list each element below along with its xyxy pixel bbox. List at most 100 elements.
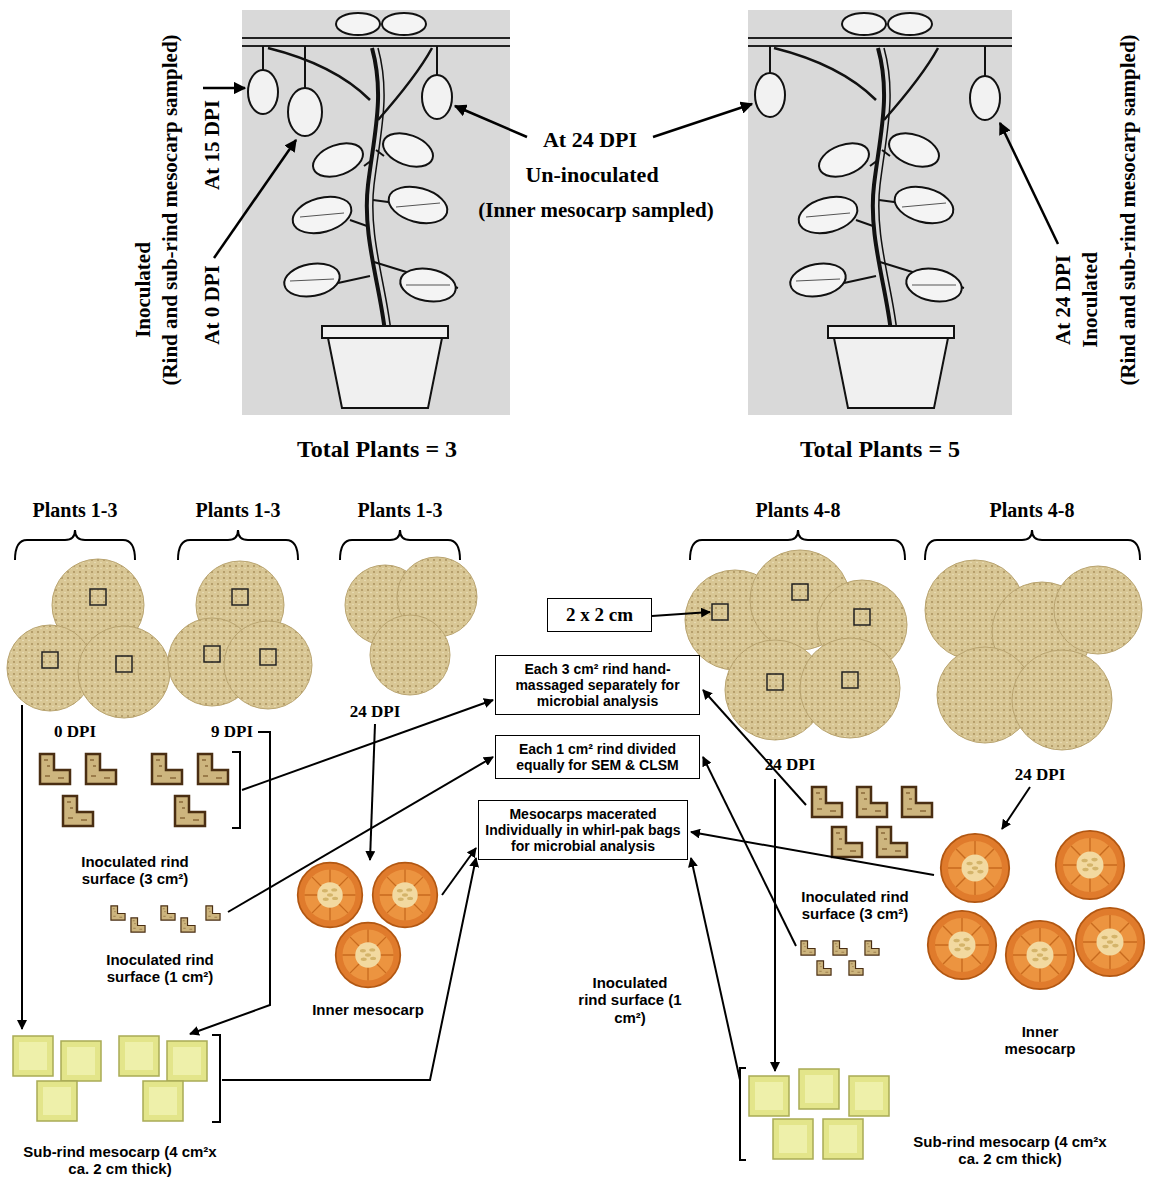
sub-rind-piece <box>143 1081 183 1121</box>
treatment-label: (Inner mesocarp sampled) <box>478 198 713 222</box>
time-label: At 24 DPI <box>543 127 637 152</box>
inner-mesocarp-slice <box>1056 831 1124 899</box>
group-brace <box>925 530 1140 560</box>
inoculation-site <box>712 604 728 620</box>
time-label: 9 DPI <box>211 722 253 742</box>
inoculation-site <box>42 652 58 668</box>
plant-sketch-panel <box>242 10 510 415</box>
sub-rind-piece <box>823 1119 863 1159</box>
cantaloupe-fruit <box>800 638 900 738</box>
rind-piece <box>817 961 831 975</box>
flow-arrow <box>22 612 1030 1080</box>
rind-piece <box>181 918 195 932</box>
plant-sketch-panel <box>422 75 452 119</box>
inner-mesocarp-slice <box>928 911 996 979</box>
plant-sketch-panel <box>288 88 322 136</box>
rind-piece <box>857 787 887 817</box>
rind-piece <box>198 754 228 784</box>
inoculation-site <box>116 656 132 672</box>
group-label: Plants 1-3 <box>196 499 281 522</box>
plant-sketch-panel <box>984 46 986 76</box>
plant-sketch-panel <box>262 46 264 70</box>
leader-arrow <box>203 88 1058 258</box>
process-box: Each 3 cm² rind hand-massaged separately… <box>495 655 700 715</box>
side-label: Inoculated <box>131 242 155 338</box>
inoculation-site <box>204 646 220 662</box>
rind-piece <box>833 941 847 955</box>
sample-label: Inner mesocarp <box>293 1001 443 1018</box>
flow-arrow <box>691 858 740 1080</box>
sample-label: Inoculated rind surface (3 cm²) <box>65 853 205 888</box>
rind-piece <box>832 827 862 857</box>
sample-bracket <box>740 1068 746 1160</box>
plant-sketch-panel <box>774 13 964 408</box>
plant-sketch-panel <box>242 45 510 47</box>
time-label: At 15 DPI <box>200 100 224 190</box>
rind-piece <box>131 918 145 932</box>
sample-label: Inoculated rind surface (1 cm²) <box>578 974 683 1026</box>
rind-piece <box>902 787 932 817</box>
group-label: Plants 1-3 <box>358 499 443 522</box>
inoculation-site <box>842 672 858 688</box>
rind-piece <box>175 796 205 826</box>
plant-sketch-panel <box>748 10 1012 415</box>
sub-rind-piece <box>799 1069 839 1109</box>
leader-arrow <box>653 104 752 137</box>
inoculation-site <box>792 584 808 600</box>
flow-arrow <box>190 732 270 1034</box>
sub-rind-piece <box>37 1081 77 1121</box>
inner-mesocarp-slice <box>1006 921 1074 989</box>
sample-bracket <box>212 1035 220 1122</box>
sub-rind-piece <box>13 1036 53 1076</box>
plant-sketch-panel <box>769 46 771 73</box>
flow-arrow <box>242 700 493 790</box>
flow-arrow <box>652 612 710 616</box>
inoculation-site <box>90 589 106 605</box>
plant-sketch-panel <box>248 70 278 114</box>
inner-mesocarp-slice <box>373 863 438 928</box>
leader-arrow <box>455 106 527 137</box>
plant-sketch-panel <box>242 10 510 415</box>
plant-count: Total Plants = 3 <box>297 436 457 464</box>
inner-mesocarp-slice <box>336 923 401 988</box>
box-text: 2 x 2 cm <box>554 604 645 626</box>
treatment-label: Un-inoculated <box>525 162 658 187</box>
rind-piece <box>40 754 932 975</box>
time-label: 0 DPI <box>54 722 96 742</box>
inoculation-site <box>42 584 870 690</box>
plant-sketch-panel <box>755 46 1000 120</box>
sample-label: Sub-rind mesocarp (4 cm²x ca. 2 cm thick… <box>905 1133 1115 1168</box>
sub-rind-piece <box>119 1036 159 1076</box>
sub-rind-piece <box>773 1119 813 1159</box>
leader-arrow <box>214 140 296 258</box>
rind-piece <box>40 754 70 784</box>
plant-sketch-panel <box>748 45 1012 47</box>
rind-piece <box>111 906 125 920</box>
time-label: 24 DPI <box>1015 765 1066 785</box>
box-text: Each 1 cm² rind divided equally for SEM … <box>502 741 693 773</box>
flow-arrow <box>691 832 934 875</box>
cantaloupe-fruit <box>1054 566 1142 654</box>
inner-mesocarp-slice <box>1076 908 1144 976</box>
sample-label: Inoculated rind surface (3 cm²) <box>785 888 925 923</box>
rind-piece <box>865 941 879 955</box>
plant-sketch-panel <box>268 13 458 408</box>
group-label: Plants 4-8 <box>756 499 841 522</box>
plant-sketch-panel <box>774 13 964 408</box>
plant-sketch-panel <box>748 37 1012 39</box>
time-label: At 0 DPI <box>200 265 224 344</box>
sub-rind-piece <box>13 1036 889 1159</box>
cantaloupe-fruit <box>1012 650 1112 750</box>
plant-count: Total Plants = 5 <box>800 436 960 464</box>
inoculation-site <box>260 649 276 665</box>
flow-arrow <box>228 757 493 912</box>
plant-sketch-panel <box>304 46 306 88</box>
box-text: Each 3 cm² rind hand-massaged separately… <box>502 661 693 709</box>
plant-sketch-panel <box>242 37 510 39</box>
sub-rind-piece <box>849 1076 889 1116</box>
leader-arrow <box>203 87 245 90</box>
inoculation-site <box>232 589 248 605</box>
inner-mesocarp-slice <box>941 834 1009 902</box>
leader-arrow <box>1000 123 1058 244</box>
